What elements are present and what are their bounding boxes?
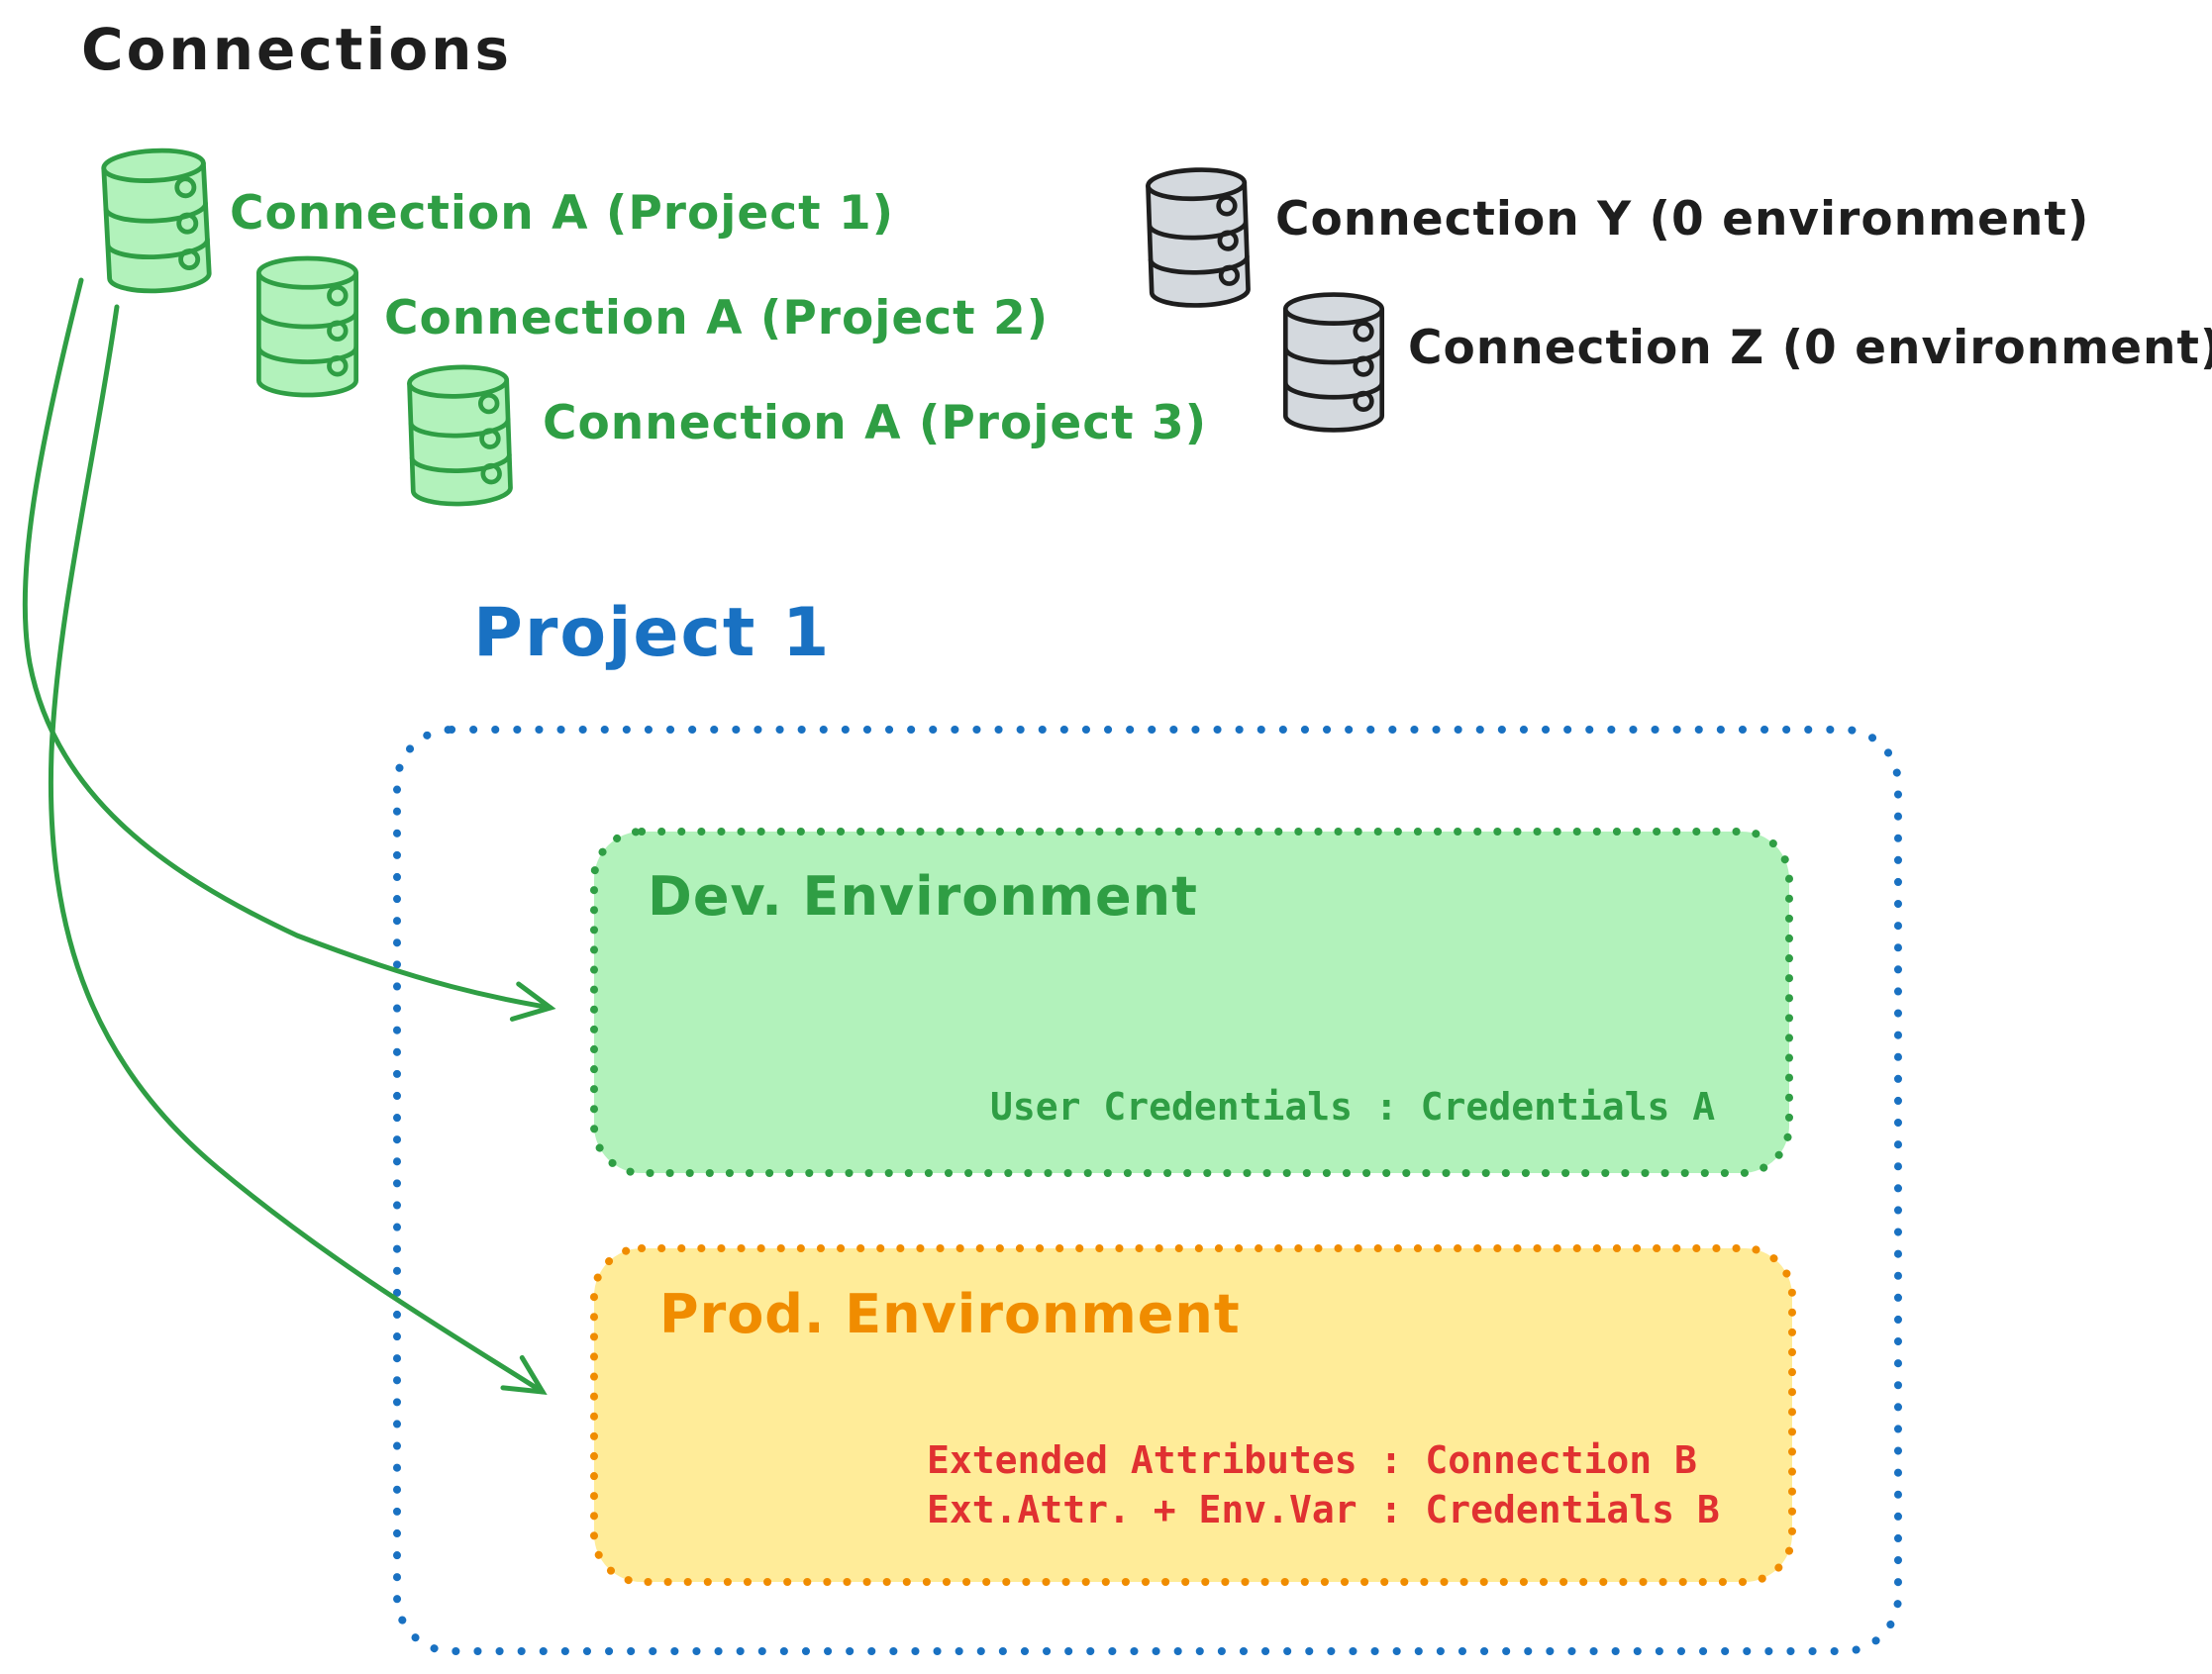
prod-environment-mapping-line2: Ext.Attr. + Env.Var : Credentials B <box>927 1488 1720 1531</box>
database-icon-connection-y <box>1148 168 1249 307</box>
database-icon-connection-a-project3 <box>409 365 511 505</box>
label-connection-a-project1: Connection A (Project 1) <box>230 186 895 241</box>
dev-environment-box <box>590 828 1793 1177</box>
label-connection-a-project3: Connection A (Project 3) <box>543 396 1208 450</box>
arrow-connection-a-to-dev <box>22 277 556 1022</box>
arrow-connection-a-to-prod <box>48 304 548 1396</box>
prod-environment-mappings: Extended Attributes : Connection B Ext.A… <box>927 1435 1720 1534</box>
database-icon-connection-a-project1 <box>103 148 210 294</box>
prod-environment-title: Prod. Environment <box>659 1283 1241 1345</box>
prod-environment-box <box>590 1244 1796 1586</box>
label-connection-y: Connection Y (0 environment) <box>1275 192 2090 246</box>
dev-environment-credential-mapping: User Credentials : Credentials A <box>990 1085 1716 1129</box>
label-connection-z: Connection Z (0 environment) <box>1408 321 2212 375</box>
prod-environment-mapping-line1: Extended Attributes : Connection B <box>927 1438 1697 1482</box>
dev-environment-title: Dev. Environment <box>648 865 1198 928</box>
project1-title: Project 1 <box>473 594 832 672</box>
database-icon-connection-a-project2 <box>258 258 355 395</box>
project1-boundary-box <box>393 726 1902 1655</box>
database-icon-connection-z <box>1285 295 1381 431</box>
label-connection-a-project2: Connection A (Project 2) <box>384 291 1050 345</box>
diagram-title: Connections <box>81 16 512 83</box>
